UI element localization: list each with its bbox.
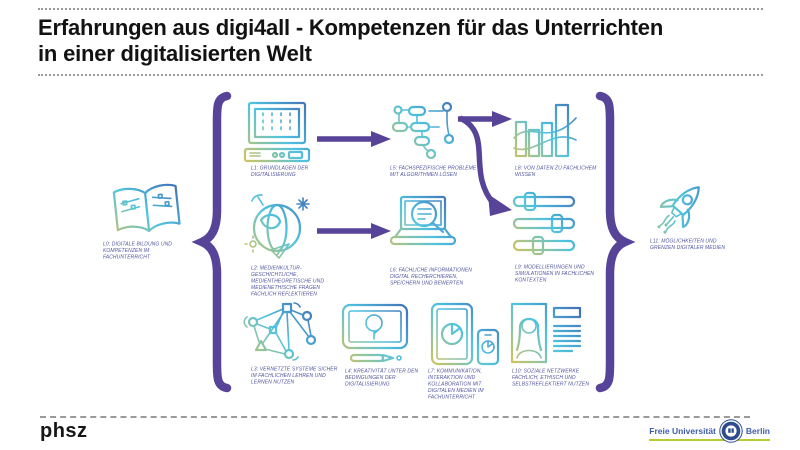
page-title: Erfahrungen aus digi4all - Kompetenzen f…: [38, 15, 762, 67]
title-divider: [38, 74, 763, 76]
label-l8: L8: VON DATEN ZU FACHLICHEM WISSEN: [515, 165, 597, 178]
label-l2: L2: MEDIENKULTUR- GESCHICHTLICHE, MEDIEN…: [251, 265, 325, 298]
label-l0: L0: DIGITALE BILDUNG UND KOMPETENZEN IM …: [103, 241, 172, 261]
label-l5: L5: FACHSPEZIFISCHE PROBLEME MIT ALGORIT…: [390, 165, 477, 178]
fu-seal-icon: [719, 419, 743, 443]
arrow-l1-l5: [317, 131, 391, 147]
title-line-2: in einer digitalisierten Welt: [38, 41, 312, 66]
label-l7: L7: KOMMUNIKATION, INTERAKTION UND KOLLA…: [428, 368, 484, 401]
title-line-1: Erfahrungen aus digi4all - Kompetenzen f…: [38, 15, 664, 40]
tablet-drawing-icon: [341, 303, 409, 363]
label-l6: L6: FACHLICHE INFORMATIONEN DIGITAL RECH…: [390, 267, 472, 287]
phsz-logo: phsz: [40, 420, 88, 442]
rocket-icon: [657, 186, 700, 234]
globe-icon: [244, 194, 310, 259]
left-brace: [191, 91, 232, 393]
arrow-l2-l6: [317, 223, 391, 239]
label-l10: L10: SOZIALE NETZWERKE FACHLICH, ETHISCH…: [512, 368, 590, 388]
label-l9: L9: MODELLIERUNGEN UND SIMULATIONEN IN F…: [515, 264, 595, 284]
fu-city-text: Berlin: [745, 426, 770, 436]
label-l3: L3: VERNETZTE SYSTEME SICHER IM FACHLICH…: [251, 366, 338, 386]
right-brace: [595, 91, 636, 393]
label-l11: L11: MÖGLICHKEITEN UND GRENZEN DIGITALER…: [650, 238, 726, 251]
computer-icon: [243, 101, 311, 163]
fu-name-text: Freie Universität: [649, 426, 716, 436]
curved-arrow-l5-l9: [458, 115, 512, 216]
open-book-icon: [112, 183, 181, 232]
barchart-icon: [513, 103, 577, 158]
devices-icon: [430, 302, 500, 366]
label-l1: L1: GRUNDLAGEN DER DIGITALISIERUNG: [251, 165, 309, 178]
laptop-search-icon: [389, 195, 457, 246]
sliders-icon: [512, 191, 576, 256]
footer-divider: [40, 416, 750, 418]
profile-icon: [510, 302, 582, 364]
network-icon: [243, 302, 317, 361]
top-divider: [38, 8, 763, 10]
label-l4: L4: KREATIVITÄT UNTER DEN BEDINGUNGEN DE…: [345, 368, 419, 388]
fu-berlin-logo: Freie Universität Berlin: [649, 418, 770, 444]
fu-underline: [649, 439, 770, 441]
flowchart-icon: [391, 101, 455, 160]
